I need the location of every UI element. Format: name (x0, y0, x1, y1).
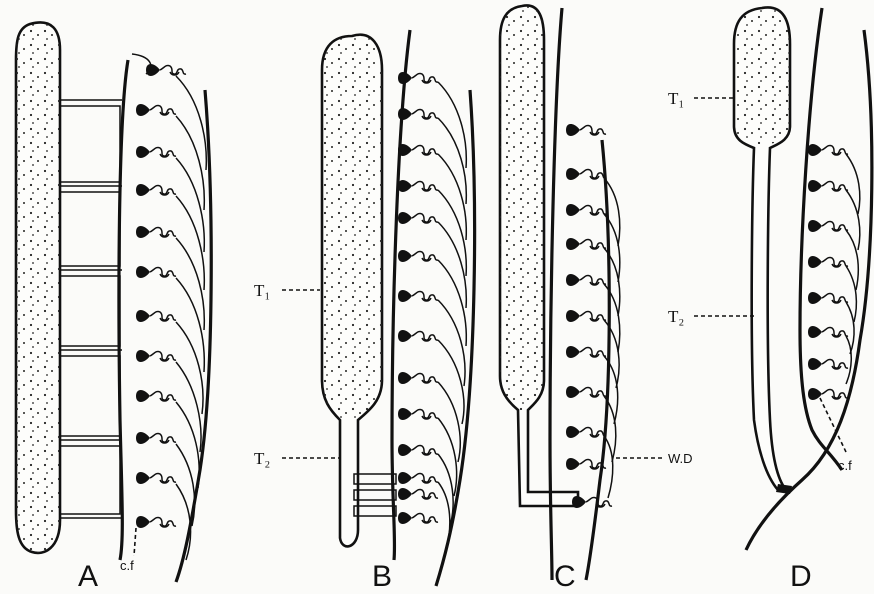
flame-cells-a (135, 63, 187, 529)
outer-duct-d (744, 29, 874, 551)
tubules-c (603, 177, 621, 499)
duct-a (117, 59, 130, 561)
panel-a: c.f A (14, 21, 213, 593)
panel-c: W.D C (498, 4, 693, 593)
panel-label-a: A (78, 560, 98, 593)
outer-duct-a (174, 89, 213, 583)
label-t1-b: T₁ (254, 281, 270, 300)
duct-d (798, 7, 844, 471)
label-t1-d: T₁ (668, 89, 684, 108)
tubules-a (131, 53, 208, 561)
panel-label-c: C (554, 560, 576, 593)
label-cf-a: c.f (120, 558, 134, 573)
outer-duct-b (434, 89, 477, 587)
panel-label-d: D (790, 560, 812, 593)
label-wd-c: W.D (668, 451, 693, 466)
tubules-d (845, 153, 861, 385)
duct-b (390, 29, 412, 561)
label-t2-b: T₂ (254, 449, 270, 468)
connectives-b (353, 473, 397, 517)
label-t2-d: T₂ (668, 307, 684, 326)
flame-cells-b (397, 71, 439, 525)
duct-c (548, 7, 564, 581)
tubules-b (437, 81, 468, 551)
connectives-a (60, 99, 122, 519)
panel-d: T₁ T₂ c.f D (668, 6, 874, 593)
label-cf-d: c.f (838, 458, 852, 473)
panel-b: T₁ T₂ B (254, 29, 477, 593)
panel-label-b: B (372, 560, 392, 593)
flame-cells-d (807, 143, 849, 401)
